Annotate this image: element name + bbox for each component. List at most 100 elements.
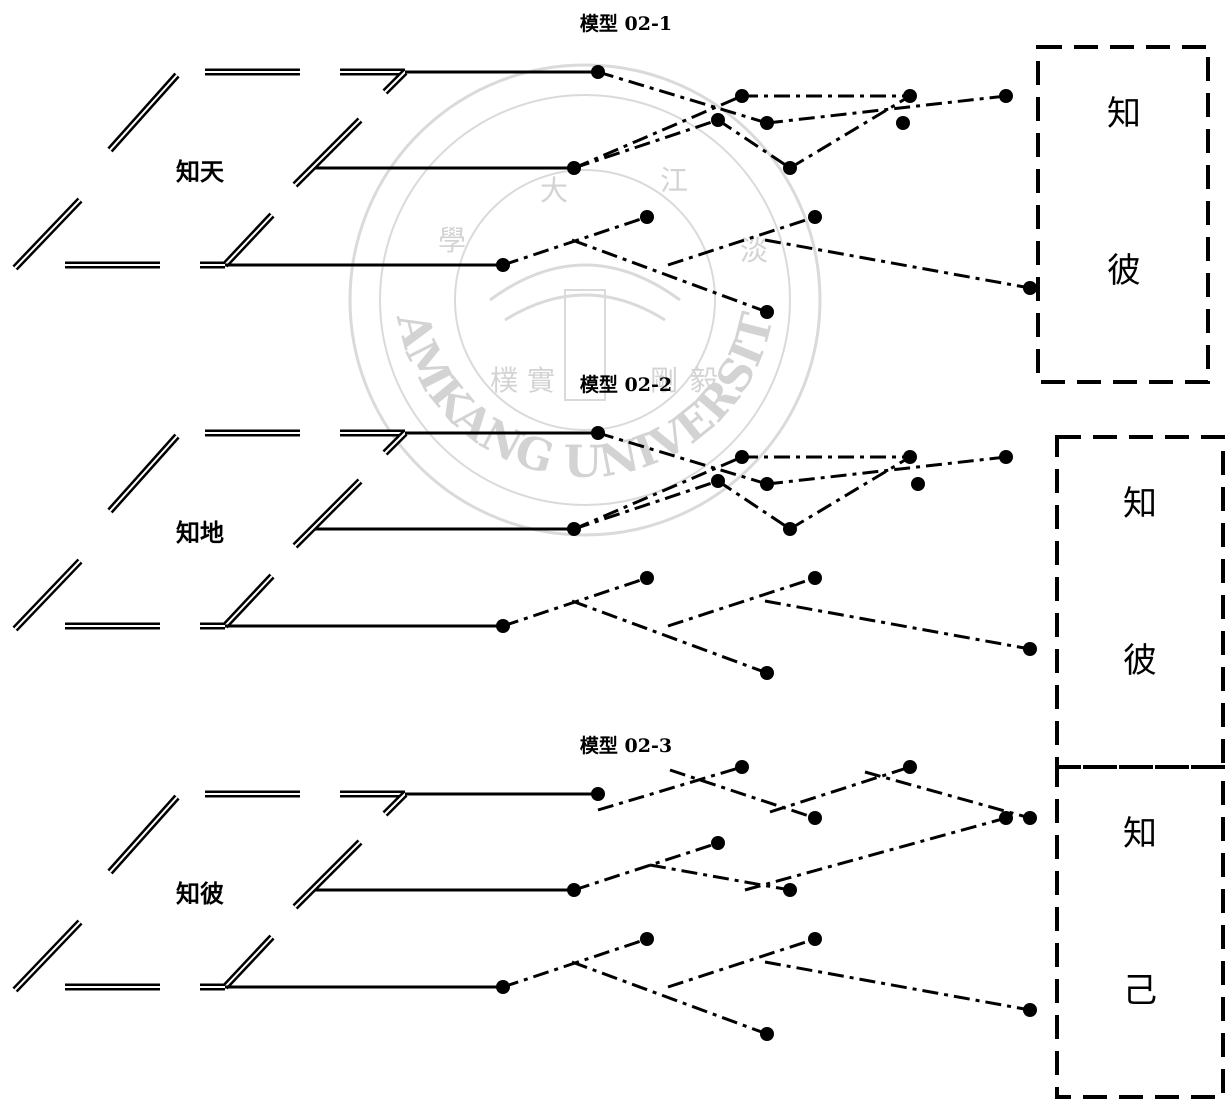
dash-dot-line <box>573 841 719 892</box>
box-label-ji: 己 <box>1123 971 1157 1011</box>
node-dot <box>711 836 725 850</box>
plane-edge-right-gap <box>224 575 273 627</box>
plane-edge-left-gap <box>109 435 178 512</box>
plane-label-2: 知地 <box>176 518 224 547</box>
plane-edge-left-gap <box>109 74 178 151</box>
dash-dot-line <box>766 94 1007 125</box>
dash-dot-line <box>669 768 816 820</box>
model-title-2: 模型 02-2 <box>580 373 672 396</box>
watermark-char: 淡 <box>740 234 768 267</box>
dash-dot-line <box>573 479 719 531</box>
node-dot <box>999 450 1013 464</box>
dash-dot-line <box>649 863 791 892</box>
watermark-char: 學 <box>438 224 466 257</box>
node-dot <box>903 89 917 103</box>
dash-dot-line <box>717 479 791 531</box>
plane-edge-right-gap <box>224 214 273 266</box>
plane-edge-left-gap <box>14 921 81 991</box>
node-dot <box>640 210 654 224</box>
dash-dot-line <box>667 937 816 989</box>
diagram-shapes <box>12 45 1225 1099</box>
node-dot <box>783 522 797 536</box>
plane-edge-right-gap <box>294 841 361 908</box>
dash-dot-line <box>764 599 1031 651</box>
node-dot <box>760 666 774 680</box>
node-dot <box>640 571 654 585</box>
watermark-char: 剛 <box>650 364 678 397</box>
dash-dot-line <box>769 765 911 814</box>
node-dot <box>640 932 654 946</box>
watermark-char: 樸 <box>490 364 518 397</box>
node-dot <box>760 477 774 491</box>
box-label-zhi: 知 <box>1107 94 1141 134</box>
plane-edge-left-gap <box>109 796 178 873</box>
node-dot <box>911 477 925 491</box>
node-dot <box>783 883 797 897</box>
plane-edge-corner-gap <box>384 71 406 93</box>
dash-dot-line <box>789 94 911 170</box>
dash-dot-line <box>571 960 768 1036</box>
plane-edge-right-gap <box>224 936 273 988</box>
dashed-box <box>1055 765 1225 1099</box>
node-dot <box>808 811 822 825</box>
dash-dot-line <box>717 118 791 170</box>
dash-dot-line <box>744 816 1007 892</box>
model-title-3: 模型 02-3 <box>580 734 672 757</box>
plane-edge-left-gap <box>14 199 81 269</box>
node-dot <box>808 210 822 224</box>
dash-dot-line <box>597 765 743 812</box>
dash-dot-line <box>766 455 1007 486</box>
node-dot <box>1023 811 1037 825</box>
plane-edge-right-gap <box>294 480 361 547</box>
node-dot <box>1023 642 1037 656</box>
plane-edge-right-gap <box>294 119 361 186</box>
dash-dot-line <box>573 94 743 170</box>
node-dot <box>760 116 774 130</box>
node-dot <box>760 305 774 319</box>
dash-dot-line <box>864 770 1031 820</box>
dash-dot-line <box>573 455 743 531</box>
watermark-char: 大 <box>540 174 568 207</box>
node-dot <box>903 450 917 464</box>
box-label-zhi: 知 <box>1123 484 1157 524</box>
node-dot <box>896 116 910 130</box>
plane-label-3: 知彼 <box>176 879 224 908</box>
dash-dot-line <box>764 238 1031 290</box>
watermark-char: 江 <box>660 164 688 197</box>
node-dot <box>999 811 1013 825</box>
box-label-zhi: 知 <box>1123 814 1157 854</box>
node-dot <box>711 474 725 488</box>
plane-edge-corner-gap <box>384 432 406 454</box>
node-dot <box>999 89 1013 103</box>
plane-edge-corner-gap <box>384 793 406 815</box>
node-dot <box>783 161 797 175</box>
watermark-char: 毅 <box>690 364 718 397</box>
dash-dot-line <box>667 215 816 267</box>
node-dot <box>760 1027 774 1041</box>
model-title-1: 模型 02-1 <box>580 12 672 35</box>
box-label-bi: 彼 <box>1123 641 1157 681</box>
node-dot <box>903 760 917 774</box>
dash-dot-line <box>573 118 719 170</box>
node-dot <box>711 113 725 127</box>
node-dot <box>591 787 605 801</box>
plane-edge-left-gap <box>14 560 81 630</box>
dash-dot-line <box>789 455 911 531</box>
dash-dot-line <box>571 238 768 314</box>
node-dot <box>735 760 749 774</box>
node-dot <box>1023 281 1037 295</box>
dash-dot-line <box>571 599 768 675</box>
dash-dot-line <box>764 960 1031 1012</box>
dash-dot-line <box>667 576 816 628</box>
box-label-bi: 彼 <box>1107 251 1141 291</box>
node-dot <box>735 89 749 103</box>
node-dot <box>735 450 749 464</box>
node-dot <box>808 932 822 946</box>
watermark-char: 實 <box>527 364 555 397</box>
dash-dot-line <box>597 70 768 125</box>
dashed-box <box>1036 45 1210 384</box>
dash-dot-line <box>597 431 768 486</box>
node-dot <box>808 571 822 585</box>
node-dot <box>1023 1003 1037 1017</box>
